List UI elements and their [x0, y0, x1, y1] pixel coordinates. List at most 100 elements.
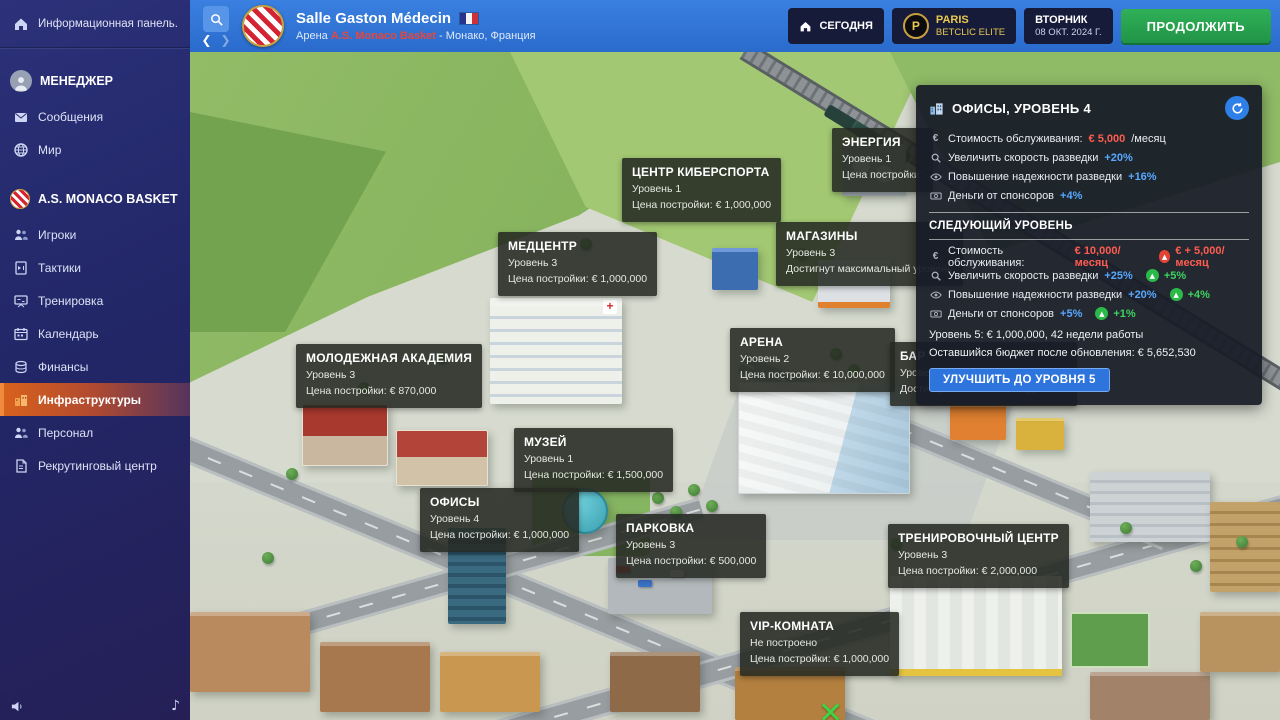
- market-stall[interactable]: [1016, 418, 1064, 450]
- academy-building[interactable]: [302, 404, 388, 466]
- back-button[interactable]: ❮: [201, 33, 212, 47]
- next-row-scout-reliability: Повышение надежности разведки +20% ▲+4%: [929, 285, 1249, 304]
- upgrade-button[interactable]: УЛУЧШИТЬ ДО УРОВНЯ 5: [929, 368, 1110, 392]
- bonus-increase-icon: ▲: [1169, 288, 1183, 301]
- divider: [929, 239, 1249, 240]
- club-logo: [242, 5, 284, 47]
- date-display: ВТОРНИК 08 ОКТ. 2024 Г.: [1024, 8, 1113, 44]
- tooltip-cost: Цена постройки: € 1,500,000: [524, 468, 664, 481]
- tooltip-youth-academy[interactable]: МОЛОДЕЖНАЯ АКАДЕМИЯ Уровень 3 Цена постр…: [296, 344, 483, 408]
- tooltip-energy[interactable]: ЭНЕРГИЯ Уровень 1 Цена постройки:: [832, 128, 933, 192]
- mail-icon: [12, 108, 29, 125]
- remaining-budget-info: Оставшийся бюджет после обновления: € 5,…: [929, 347, 1196, 359]
- tooltip-cost: Цена постройки: € 1,000,000: [430, 528, 570, 541]
- tooltip-parking[interactable]: ПАРКОВКА Уровень 3 Цена постройки: € 500…: [616, 514, 767, 578]
- sound-icon[interactable]: [10, 699, 25, 714]
- buildings-icon: [12, 391, 29, 408]
- tooltip-museum[interactable]: МУЗЕЙ Уровень 1 Цена постройки: € 1,500,…: [514, 428, 674, 492]
- tooltip-title: МУЗЕЙ: [524, 435, 567, 449]
- tooltip-cost: Цена постройки: € 500,000: [626, 554, 757, 567]
- topbar-right: СЕГОДНЯ P PARIS BETCLIC ELITE ВТОРНИК 08…: [788, 8, 1271, 44]
- training-center-building[interactable]: [890, 576, 1062, 676]
- sponsor-money-icon: [929, 190, 942, 202]
- sidebar-section-club[interactable]: A.S. MONACO BASKET: [0, 180, 190, 218]
- tooltip-title: МАГАЗИНЫ: [786, 229, 858, 243]
- tooltip-title: МЕДЦЕНТР: [508, 239, 577, 253]
- page-subtitle: Арена A.S. Monaco Basket - Монако, Франц…: [296, 30, 536, 42]
- sidebar-item-training[interactable]: Тренировка: [0, 284, 190, 317]
- sidebar-item-infrastructure[interactable]: Инфраструктуры: [0, 383, 190, 416]
- tree: [286, 468, 298, 480]
- sidebar-item-messages[interactable]: Сообщения: [0, 100, 190, 133]
- sidebar-item-world[interactable]: Мир: [0, 133, 190, 166]
- staff-icon: [12, 424, 29, 441]
- sidebar-item-label: Информационная панель.: [38, 17, 178, 30]
- tooltip-level: Не построено: [750, 637, 818, 649]
- next-level-header: СЛЕДУЮЩИЙ УРОВЕНЬ: [929, 220, 1073, 232]
- search-button[interactable]: [203, 6, 229, 32]
- music-icon[interactable]: ♪: [171, 698, 180, 714]
- arena-building[interactable]: [738, 382, 910, 494]
- continue-button[interactable]: ПРОДОЛЖИТЬ: [1120, 9, 1271, 43]
- tooltip-arena[interactable]: АРЕНА Уровень 2 Цена постройки: € 10,000…: [730, 328, 895, 392]
- sponsor-money-icon: [929, 308, 942, 320]
- league-button[interactable]: P PARIS BETCLIC ELITE: [891, 8, 1017, 44]
- sidebar-item-players[interactable]: Игроки: [0, 218, 190, 251]
- forward-button[interactable]: ❯: [220, 33, 231, 47]
- sidebar-section-manager[interactable]: МЕНЕДЖЕР: [0, 62, 190, 100]
- manager-avatar: [10, 70, 32, 92]
- tree: [1236, 536, 1248, 548]
- today-button[interactable]: СЕГОДНЯ: [788, 8, 884, 44]
- page-title: Salle Gaston Médecin: [296, 10, 452, 27]
- sidebar-item-finances[interactable]: Финансы: [0, 350, 190, 383]
- construction-site-marker[interactable]: ✕: [818, 696, 844, 720]
- tooltip-training-center[interactable]: ТРЕНИРОВОЧНЫЙ ЦЕНТР Уровень 3 Цена постр…: [888, 524, 1069, 588]
- sidebar-bottom-bar: ♪: [10, 698, 180, 714]
- sidebar-item-label: Сообщения: [38, 109, 104, 124]
- home-icon: [12, 15, 29, 32]
- city-building: [1090, 472, 1210, 542]
- tooltip-title: ЭНЕРГИЯ: [842, 135, 901, 149]
- league-name: PARIS: [935, 13, 969, 26]
- tooltip-vip-room[interactable]: VIP-КОМНАТА Не построено Цена постройки:…: [740, 612, 900, 676]
- tooltip-level: Уровень 1: [632, 183, 682, 195]
- bonus-increase-icon: ▲: [1145, 269, 1159, 282]
- tree: [1190, 560, 1202, 572]
- city-building: [320, 642, 430, 712]
- tooltip-level: Уровень 1: [524, 453, 574, 465]
- tooltip-cost: Цена постройки: € 10,000,000: [740, 368, 885, 381]
- home-small-icon: [799, 20, 812, 33]
- tooltip-esports-center[interactable]: ЦЕНТР КИБЕРСПОРТА Уровень 1 Цена построй…: [622, 158, 782, 222]
- building-info-panel: ОФИСЫ, УРОВЕНЬ 4 € Стоимость обслуживани…: [916, 85, 1262, 405]
- sidebar: Информационная панель. МЕНЕДЖЕР Сообщени…: [0, 0, 190, 720]
- sidebar-item-label: Рекрутинговый центр: [38, 458, 157, 473]
- team-name-link[interactable]: A.S. Monaco Basket: [330, 30, 436, 42]
- sidebar-item-tactics[interactable]: Тактики: [0, 251, 190, 284]
- tooltip-title: АРЕНА: [740, 335, 784, 349]
- tooltip-level: Уровень 3: [508, 257, 558, 269]
- esports-center-building[interactable]: [712, 248, 758, 290]
- medical-center-building[interactable]: +: [490, 298, 622, 404]
- tooltip-cost: Цена постройки: € 1,000,000: [632, 198, 772, 211]
- tooltip-title: МОЛОДЕЖНАЯ АКАДЕМИЯ: [306, 351, 473, 365]
- tree: [652, 492, 664, 504]
- sidebar-item-dashboard[interactable]: Информационная панель.: [0, 0, 190, 47]
- sidebar-item-label: Календарь: [38, 326, 99, 341]
- market-stall[interactable]: [950, 404, 1006, 440]
- league-subtitle: BETCLIC ELITE: [935, 26, 1006, 38]
- tooltip-offices[interactable]: ОФИСЫ Уровень 4 Цена постройки: € 1,000,…: [420, 488, 580, 552]
- scouting-reliability-icon: [929, 171, 942, 183]
- sidebar-item-label: Инфраструктуры: [38, 392, 142, 407]
- sidebar-item-staff[interactable]: Персонал: [0, 416, 190, 449]
- globe-icon: [12, 141, 29, 158]
- academy-building[interactable]: [396, 430, 488, 486]
- maintenance-cost-icon: €: [932, 133, 939, 144]
- sidebar-item-recruiting[interactable]: Рекрутинговый центр: [0, 449, 190, 482]
- tree: [262, 552, 274, 564]
- sidebar-item-calendar[interactable]: Календарь: [0, 317, 190, 350]
- training-court: [1070, 612, 1150, 668]
- next-row-maintenance: € Стоимость обслуживания: € 10,000/месяц…: [929, 245, 1249, 269]
- tooltip-cost: Цена постройки: € 2,000,000: [898, 564, 1038, 577]
- tooltip-medical-center[interactable]: МЕДЦЕНТР Уровень 3 Цена постройки: € 1,0…: [498, 232, 658, 296]
- refresh-icon[interactable]: [1225, 96, 1249, 120]
